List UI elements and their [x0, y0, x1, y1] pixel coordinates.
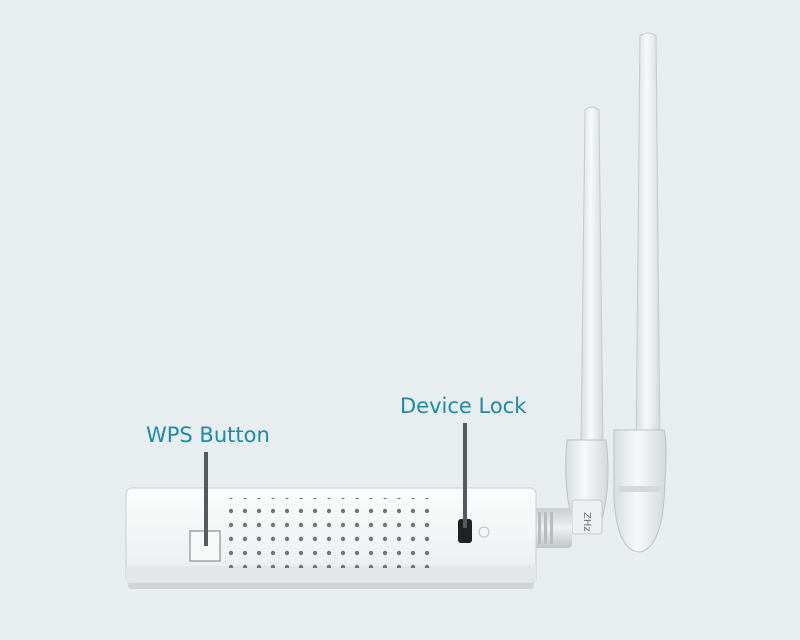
wps-button-label: WPS Button — [146, 423, 270, 447]
device-lock-slot[interactable] — [458, 519, 472, 543]
device-lock-label: Device Lock — [400, 394, 527, 418]
antenna-marking: ZHz — [581, 512, 592, 532]
router-body — [125, 487, 537, 589]
antenna-front: ZHz — [565, 106, 609, 535]
antenna-rear — [613, 32, 667, 553]
vent-grille — [228, 498, 438, 568]
logo-icon — [478, 526, 490, 538]
